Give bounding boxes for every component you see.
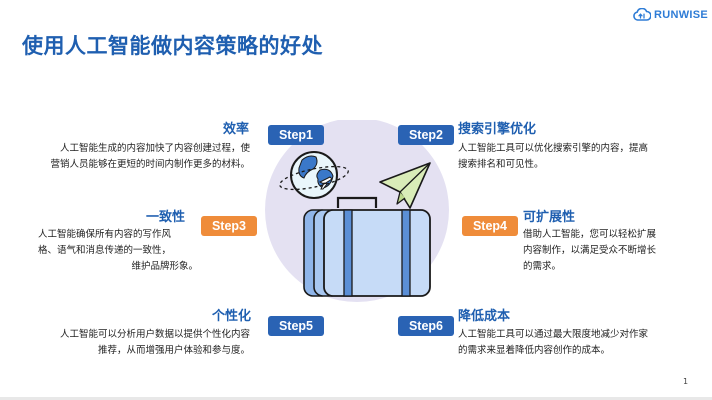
heading-seo: 搜索引擎优化 [458, 122, 537, 137]
desc-line: 推荐，从而增强用户体验和参与度。 [97, 345, 250, 356]
heading-personalization: 个性化 [212, 309, 252, 324]
desc-line: 的需求。 [523, 261, 562, 272]
step4-badge: Step4 [462, 216, 518, 236]
step2-badge: Step2 [398, 125, 454, 145]
heading-cost-reduction: 降低成本 [458, 309, 511, 324]
paper-plane-icon [379, 162, 431, 209]
step6-badge: Step6 [398, 316, 454, 336]
logo-text: RUNWISE [654, 8, 709, 21]
heading-efficiency: 效率 [223, 122, 250, 137]
heading-consistency: 一致性 [146, 210, 186, 225]
desc-line: 的需求来显着降低内容创作的成本。 [458, 345, 611, 356]
desc-line: 人工智能工具可以通过最大限度地减少对作家 [458, 329, 649, 340]
desc-line: 人工智能生成的内容加快了内容创建过程，使 [59, 143, 250, 154]
airplane-icon [318, 176, 333, 190]
desc-line: 人工智能可以分析用户数据以提供个性化内容 [59, 329, 250, 340]
desc-line: 维护品牌形象。 [131, 261, 198, 272]
desc-scalability: 借助人工智能，您可以轻松扩展 内容制作，以满足受众不断增长 的需求。 [523, 227, 683, 275]
desc-line: 内容制作，以满足受众不断增长 [523, 245, 657, 256]
heading-scalability: 可扩展性 [523, 210, 576, 225]
desc-line: 人工智能工具可以优化搜索引擎的内容，提高 [458, 143, 649, 154]
suitcase-icon [303, 196, 431, 297]
desc-cost-reduction: 人工智能工具可以通过最大限度地减少对作家 的需求来显着降低内容创作的成本。 [458, 327, 698, 359]
desc-line: 格、语气和消息传递的一致性， [38, 245, 172, 256]
page-number: 1 [683, 377, 689, 386]
runwise-logo: RUNWISE [633, 8, 708, 21]
step1-badge: Step1 [268, 125, 324, 145]
desc-seo: 人工智能工具可以优化搜索引擎的内容，提高 搜索排名和可见性。 [458, 141, 698, 173]
desc-consistency: 人工智能确保所有内容的写作风 格、语气和消息传递的一致性， 维护品牌形象。 [38, 227, 198, 275]
desc-personalization: 人工智能可以分析用户数据以提供个性化内容 推荐，从而增强用户体验和参与度。 [30, 327, 250, 359]
desc-efficiency: 人工智能生成的内容加快了内容创建过程，使 营销人员能够在更短的时间内制作更多的材… [30, 141, 250, 173]
slide-title: 使用人工智能做内容策略的好处 [22, 34, 323, 58]
step5-badge: Step5 [268, 316, 324, 336]
travel-illustration [265, 120, 449, 302]
cloud-logo-icon [633, 8, 651, 21]
desc-line: 人工智能确保所有内容的写作风 [38, 229, 172, 240]
desc-line: 搜索排名和可见性。 [458, 159, 544, 170]
desc-line: 借助人工智能，您可以轻松扩展 [523, 229, 657, 240]
desc-line: 营销人员能够在更短的时间内制作更多的材料。 [50, 159, 250, 170]
bottom-divider [0, 397, 712, 400]
step3-badge: Step3 [201, 216, 257, 236]
